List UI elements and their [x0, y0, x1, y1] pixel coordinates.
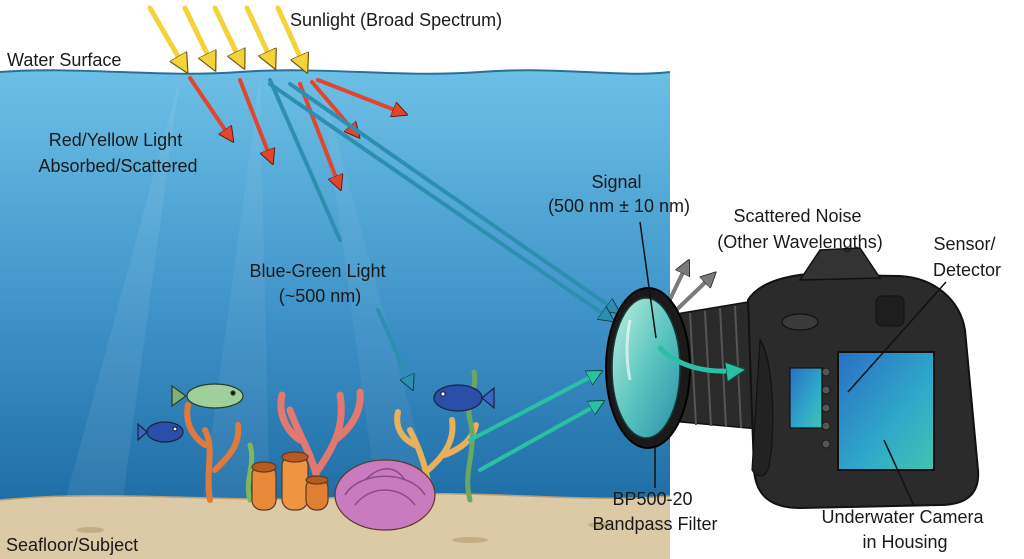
sensor-window — [789, 367, 823, 429]
water-body — [0, 69, 671, 521]
leader-lines — [639, 221, 947, 507]
filter-label: BP500-20 Bandpass Filter — [592, 489, 717, 534]
camera-label: Underwater Camera in Housing — [821, 507, 988, 552]
bandpass-filter — [605, 287, 691, 449]
rear-screen — [837, 351, 935, 471]
sunlight-arrows — [147, 5, 306, 70]
fish-green — [171, 383, 244, 409]
coral-reef — [184, 369, 479, 531]
blue-green-label: Blue-Green Light (~500 nm) — [249, 261, 390, 306]
fish-blue-left — [137, 421, 184, 443]
fish-blue-right — [433, 384, 495, 412]
signal-label: Signal (500 nm ± 10 nm) — [548, 172, 690, 216]
seafloor-label: Seafloor/Subject — [6, 535, 138, 555]
blue-green-light-arrows — [268, 78, 618, 388]
red-yellow-label: Red/Yellow Light Absorbed/Scattered — [38, 130, 197, 176]
signal-arrows — [468, 370, 602, 472]
red-light-arrows — [188, 76, 405, 188]
scattered-noise-label: Scattered Noise (Other Wavelengths) — [717, 206, 882, 252]
sunlight-label: Sunlight (Broad Spectrum) — [290, 10, 502, 30]
signal-into-camera-arrow — [657, 345, 742, 371]
seafloor-sand — [0, 492, 671, 559]
water-surface-label: Water Surface — [7, 50, 121, 70]
sensor-label: Sensor/ Detector — [933, 234, 1001, 280]
